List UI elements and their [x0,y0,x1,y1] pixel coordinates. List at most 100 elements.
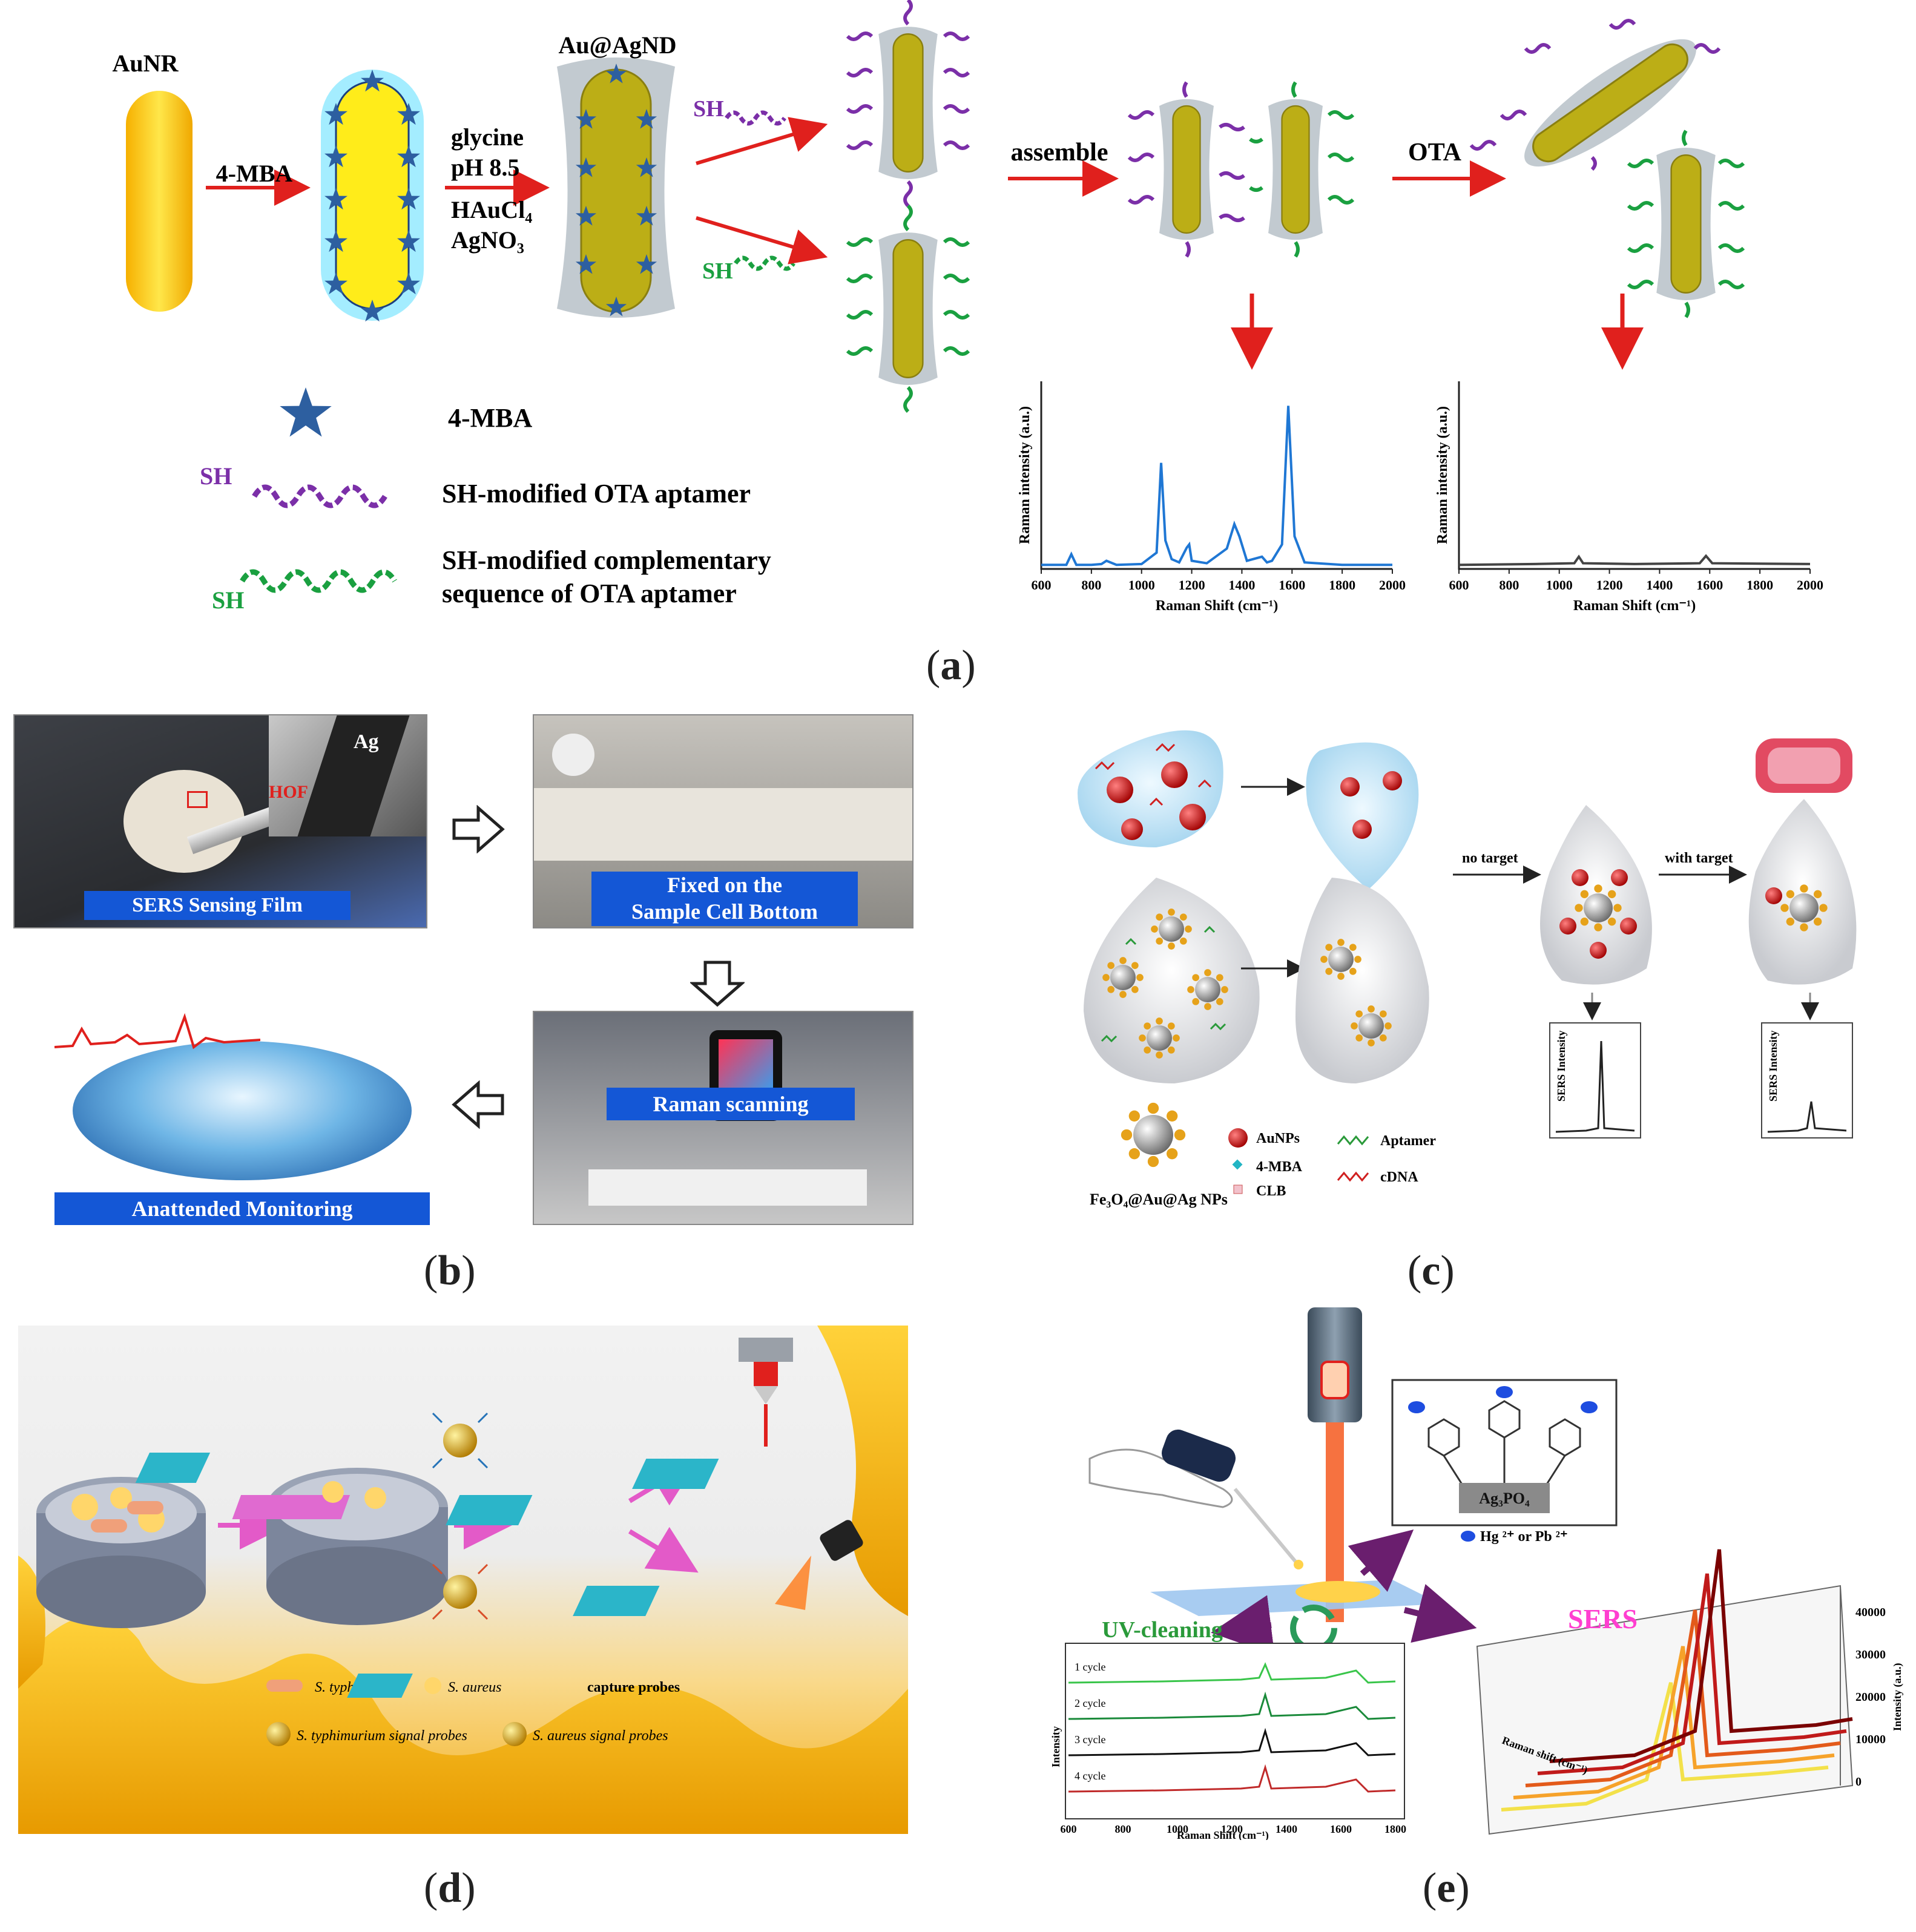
complementary-strand [734,255,795,271]
panel-d-scheme: S. typhimuriam S. aureus capture probes … [18,1326,908,1834]
x-tick-label: 1000 [1128,577,1155,593]
uv-cycle-plot [1065,1643,1405,1819]
mba-arrow-label: 4-MBA [216,160,293,187]
cycle-1-label: 1 cycle [1075,1661,1105,1673]
x-tick-label: 1200 [1596,577,1623,593]
caption-c: (c) [1407,1247,1455,1294]
ag3po4-block [1459,1483,1550,1513]
caption-a: (a) [926,642,976,689]
legend-purple-strand [252,484,387,508]
uv-xtick: 1200 [1221,1823,1243,1835]
legend-ota-aptamer: SH-modified OTA aptamer [442,479,751,508]
released-purple-rod [1469,19,1721,171]
panel-a-scheme: AuNR 4-MBA glycine pH 8.5 HAuCl₄ AgNO₃ A… [113,0,1745,614]
uv-xtick: 1400 [1276,1823,1297,1835]
film-disc [123,770,245,873]
juice-splash-bottom [18,1615,908,1834]
caption-b: (b) [424,1247,476,1294]
ota-label: OTA [1408,139,1462,166]
legend-sh-purple: SH [200,462,232,490]
legend-cdna-icon [1337,1171,1369,1182]
arrow-left-icon [452,1080,504,1129]
uv-ylabel: Intensity [1050,1726,1062,1767]
cycle-3-curve [1068,1727,1396,1756]
legend-sh-green: SH [212,586,244,614]
flashlight-icon [820,1520,863,1561]
detection-substrate-2 [573,1586,660,1616]
legend-complementary-1: SH-modified complementary [442,545,771,575]
raman-spectrum-line [1458,554,1811,567]
legend-fe-label: Fe₃O₄@Au@Ag NPs [1090,1191,1228,1208]
chart-axes [1458,381,1810,570]
monitoring-illustration: Anattended Monitoring [18,993,436,1229]
pipette-hand-icon [1088,1448,1233,1508]
x-axis-label: Raman Shift (cm⁻¹) [1573,598,1696,614]
capture-probe-icon [135,1453,211,1483]
x-tick-label: 1600 [1279,577,1305,593]
x-tick-label: 1400 [1228,577,1255,593]
z-tick: 10000 [1855,1733,1886,1746]
legend-aptamer-icon [1337,1135,1369,1146]
raman-spectrum-line [1041,406,1392,567]
typhimurium-signal-probe [443,1424,477,1457]
legend-aureus-signal-label: S. aureus signal probes [533,1728,668,1744]
au-ag-label: Au@AgND [559,31,677,59]
sers-3d-plot: SERS 0 10000 20000 30000 40000 Intensity… [1476,1549,1904,1835]
sample-cell-block [534,788,912,861]
with-target-label: with target [1665,850,1733,866]
fe-np-aptamer-droplet [1295,878,1429,1083]
sers-box-no-target [1549,1022,1641,1138]
arrow-to-purple [696,117,828,165]
legend-aunp-icon [1228,1128,1248,1148]
chart-axes [1040,381,1392,570]
ag3po4-label: Ag₃PO₄ [1479,1490,1530,1507]
z-tick: 30000 [1855,1648,1886,1661]
uv-xtick: 1000 [1167,1823,1188,1835]
assembled-dimer [1127,81,1355,258]
arrow-right-1-icon [452,805,505,853]
x-tick-label: 1600 [1696,577,1723,593]
au-ag-core [580,68,652,313]
hof-label: HOF [269,782,308,802]
x-axis-label: Raman Shift (cm⁻¹) [1156,598,1279,614]
scanner-stage [588,1169,867,1206]
y-axis-label: Raman intensity (a.u.) [1017,406,1033,544]
panel-c-scheme: no target with target SERS Intensity SER… [1078,730,1857,1208]
zoom-box [187,791,208,808]
detection-substrate-1 [632,1459,719,1489]
sers-3d-label: SERS [1568,1603,1638,1634]
z-tick: 20000 [1855,1690,1886,1704]
uv-xtick: 1600 [1330,1823,1352,1835]
legend-typh-signal-icon [266,1722,291,1746]
z-tick: 0 [1855,1775,1862,1789]
x-tick-label: 1400 [1646,577,1673,593]
cycle-2-curve [1068,1691,1396,1720]
arrow-to-green [696,216,828,264]
laser-head-icon [739,1338,793,1362]
substrate-slide [1150,1580,1441,1616]
cycle-1-curve [1068,1662,1396,1684]
x-tick-label: 600 [1449,577,1469,593]
legend-clb-icon [1233,1184,1243,1194]
captured-complex [446,1495,533,1525]
legend-aptamer-label: Aptamer [1380,1133,1436,1149]
tem-inset: Ag [269,715,426,836]
molecule-inset [1391,1379,1618,1526]
step2-line-4: AgNO₃ [451,226,524,254]
x-tick-label: 1800 [1329,577,1355,593]
step2-line-2: pH 8.5 [451,154,519,181]
arrow-to-inset [1348,1529,1414,1592]
legend-aureus-label: S. aureus [448,1680,501,1695]
monitoring-signal [54,1013,260,1050]
legend-aureus-icon [424,1677,441,1694]
water-ellipse [73,1041,412,1180]
legend-capture-label: capture probes [587,1680,680,1695]
gold-nanorod [126,91,193,312]
legend-green-strand [240,569,397,593]
legend-cdna-label: cDNA [1380,1169,1418,1185]
assemble-label: assemble [1011,139,1108,166]
mba-coated-rod [335,80,410,310]
fe-np-droplet [1084,878,1260,1083]
raman-scanner-photo: Raman scanning [533,1011,914,1225]
